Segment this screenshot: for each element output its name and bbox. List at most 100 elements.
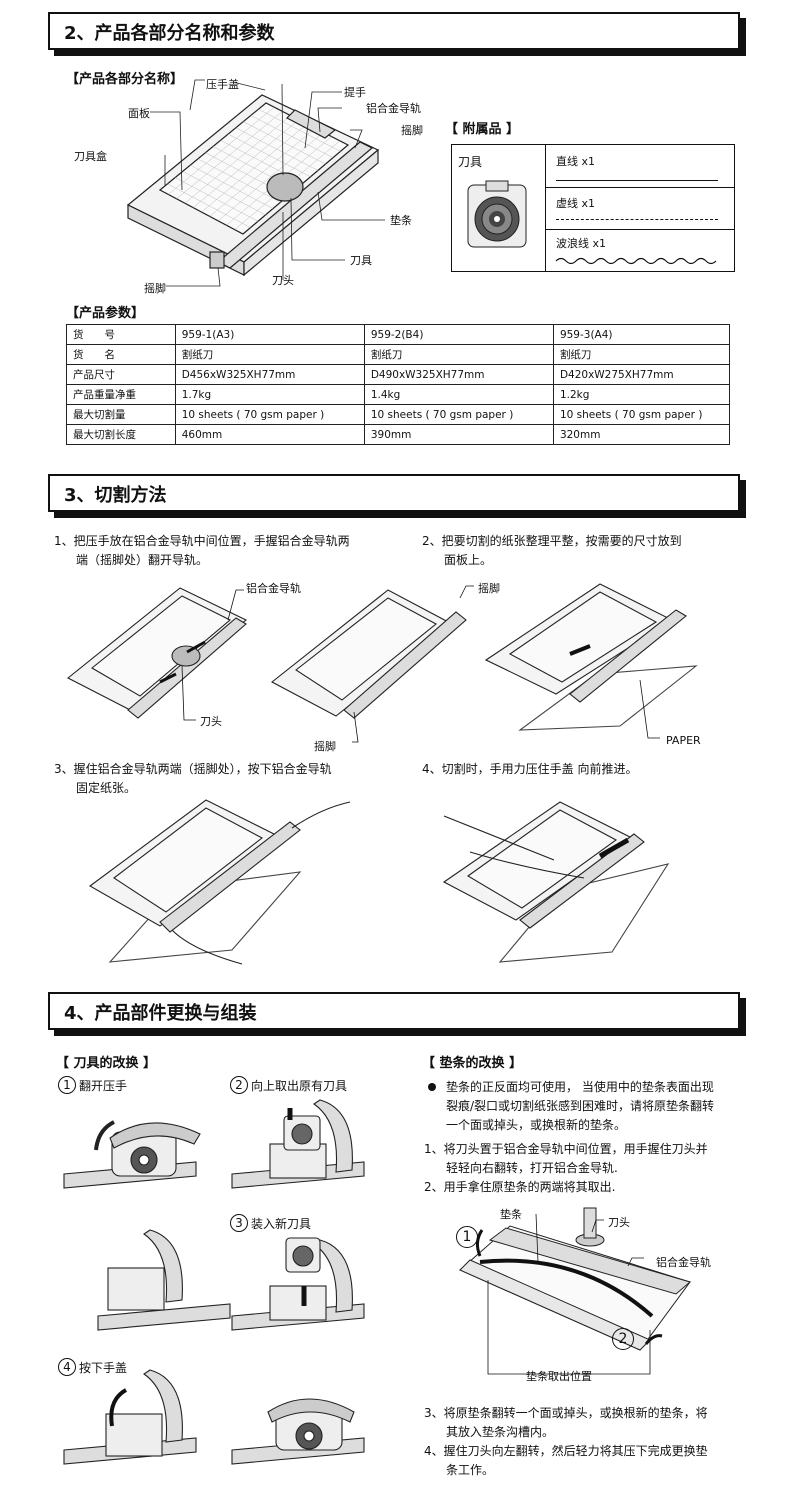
acc-row-1: 直线 x1 (556, 155, 596, 168)
params-cell: 1.2kg (552, 384, 731, 405)
params-cell: 460mm (174, 424, 365, 445)
strip-step-1-line-1: 1、将刀头置于铝合金导轨中间位置，用手握住刀头并 (424, 1142, 708, 1156)
step-number: 4 (58, 1358, 76, 1376)
params-cell: 320mm (552, 424, 731, 445)
strip-step-4: 4、握住刀头向左翻转，然后轻力将其压下完成更换垫 条工作。 (424, 1442, 754, 1480)
params-cell: 959-2(B4) (363, 324, 554, 345)
cut-step-2-line-1: 2、把要切割的纸张整理平整，按需要的尺寸放到 (422, 534, 682, 548)
cut-step-1-line-1: 1、把压手放在铝合金导轨中间位置，手握铝合金导轨两 (54, 534, 350, 548)
params-cell: 959-1(A3) (174, 324, 365, 345)
params-cell: 割纸刀 (363, 344, 554, 365)
step-text: 装入新刀具 (251, 1216, 312, 1231)
params-cell: 1.7kg (174, 384, 365, 405)
section-2-header: 2、产品各部分名称和参数 (48, 12, 740, 50)
params-cell: D420xW275XH77mm (552, 364, 731, 385)
names-heading: 【产品各部分名称】 (66, 72, 184, 87)
cut-step-4: 4、切割时，手用力压住手盖 向前推进。 (422, 762, 638, 776)
label-rocker-bottom: 摇脚 (144, 282, 166, 295)
label-handle: 提手 (344, 86, 366, 99)
params-row: 货 名割纸刀割纸刀割纸刀 (66, 344, 731, 365)
label-rail: 铝合金导轨 (366, 102, 421, 115)
fig-label-rail: 铝合金导轨 (246, 582, 301, 595)
params-row-header: 货 号 (66, 324, 176, 345)
params-row-header: 货 名 (66, 344, 176, 365)
strip-step-3: 3、将原垫条翻转一个面或掉头，或换根新的垫条，将 其放入垫条沟槽内。 (424, 1404, 754, 1442)
bullet-dot (428, 1083, 436, 1091)
section-3-header: 3、切割方法 (48, 474, 740, 512)
params-cell: 10 sheets ( 70 gsm paper ) (174, 404, 365, 425)
step-text: 按下手盖 (79, 1360, 128, 1375)
strip-bullet: 垫条的正反面均可使用， 当使用中的垫条表面出现 裂痕/裂口或切割纸张感到困难时，… (428, 1078, 750, 1135)
blade-change-illustrations (63, 1099, 365, 1465)
section-title: 2、产品各部分名称和参数 (64, 23, 275, 44)
bullet-line-2: 裂痕/裂口或切割纸张感到困难时，请将原垫条翻转 (446, 1099, 715, 1113)
strip-removal-diagram (459, 1207, 692, 1375)
fig-label-blade-head: 刀头 (200, 715, 222, 728)
params-row-header: 最大切割长度 (66, 424, 176, 445)
params-cell: 10 sheets ( 70 gsm paper ) (363, 404, 554, 425)
step-number: 2 (230, 1076, 248, 1094)
strip-change-heading: 【 垫条的改换 】 (422, 1056, 523, 1071)
step-number: 1 (58, 1076, 76, 1094)
step-number: 1 (456, 1226, 478, 1248)
cut-steps-illustration-bottom (88, 799, 670, 965)
cut-step-2-line-2: 面板上。 (444, 553, 493, 567)
fig-label-rocker-1: 摇脚 (478, 582, 500, 595)
diagram-step-1-marker: 1 (456, 1226, 481, 1248)
strip-step-1-line-2: 轻轻向右翻转，打开铝合金导轨. (446, 1161, 618, 1175)
params-cell: 割纸刀 (174, 344, 365, 365)
label-panel: 面板 (128, 107, 150, 120)
params-cell: 1.4kg (363, 384, 554, 405)
cutter-diagram (126, 79, 385, 287)
blade-change-heading: 【 刀具的改换 】 (56, 1056, 157, 1071)
step-text: 翻开压手 (79, 1078, 128, 1093)
fig-label-paper: PAPER (666, 734, 701, 747)
params-cell: 959-3(A4) (552, 324, 731, 345)
diagram-step-2-marker: 2 (612, 1328, 637, 1350)
label-press-cover: 压手盖 (206, 78, 239, 91)
cut-step-3-line-1: 3、握住铝合金导轨两端（摇脚处），按下铝合金导轨 (54, 762, 332, 776)
bullet-line-3: 一个面或掉头，或换根新的垫条。 (446, 1118, 627, 1132)
label-strip: 垫条 (390, 214, 412, 227)
acc-row-2: 虚线 x1 (556, 197, 596, 210)
params-row-header: 产品重量净重 (66, 384, 176, 405)
label-rocker-right: 摇脚 (401, 124, 423, 137)
strip-step-1: 1、将刀头置于铝合金导轨中间位置，用手握住刀头并 轻轻向右翻转，打开铝合金导轨. (424, 1140, 754, 1178)
params-heading: 【产品参数】 (66, 306, 145, 321)
accessories-box: 刀具 直线 x1 虚线 x1 波浪线 x1 (451, 144, 735, 272)
step-text: 向上取出原有刀具 (251, 1078, 348, 1093)
cut-step-2: 2、把要切割的纸张整理平整，按需要的尺寸放到 面板上。 (422, 532, 742, 570)
params-row-header: 产品尺寸 (66, 364, 176, 385)
label-blade-box: 刀具盒 (74, 150, 107, 163)
cut-step-3-line-2: 固定纸张。 (76, 781, 137, 795)
cut-steps-illustration-top (66, 583, 698, 743)
section-title: 3、切割方法 (64, 485, 167, 506)
strip-step-4-line-1: 4、握住刀头向左翻转，然后轻力将其压下完成更换垫 (424, 1444, 708, 1458)
strip-step-3-line-2: 其放入垫条沟槽内。 (446, 1425, 555, 1439)
cut-step-1: 1、把压手放在铝合金导轨中间位置，手握铝合金导轨两 端（摇脚处）翻开导轨。 (54, 532, 399, 570)
params-row-header: 最大切割量 (66, 404, 176, 425)
step-number: 3 (230, 1214, 248, 1232)
params-cell: 390mm (363, 424, 554, 445)
diagram-label-strip: 垫条 (500, 1208, 522, 1221)
diagram-label-blade-head: 刀头 (608, 1216, 630, 1229)
strip-step-3-line-1: 3、将原垫条翻转一个面或掉头，或换根新的垫条，将 (424, 1406, 708, 1420)
bullet-line-1: 垫条的正反面均可使用， 当使用中的垫条表面出现 (446, 1080, 714, 1094)
params-cell: D456xW325XH77mm (174, 364, 365, 385)
step-number: 2 (612, 1328, 634, 1350)
cut-step-3: 3、握住铝合金导轨两端（摇脚处），按下铝合金导轨 固定纸张。 (54, 760, 399, 798)
section-4-header: 4、产品部件更换与组装 (48, 992, 740, 1030)
params-cell: 割纸刀 (552, 344, 731, 365)
fig-label-rocker-2: 摇脚 (314, 740, 336, 753)
cut-step-1-line-2: 端（摇脚处）翻开导轨。 (76, 553, 209, 567)
params-cell: 10 sheets ( 70 gsm paper ) (552, 404, 731, 425)
